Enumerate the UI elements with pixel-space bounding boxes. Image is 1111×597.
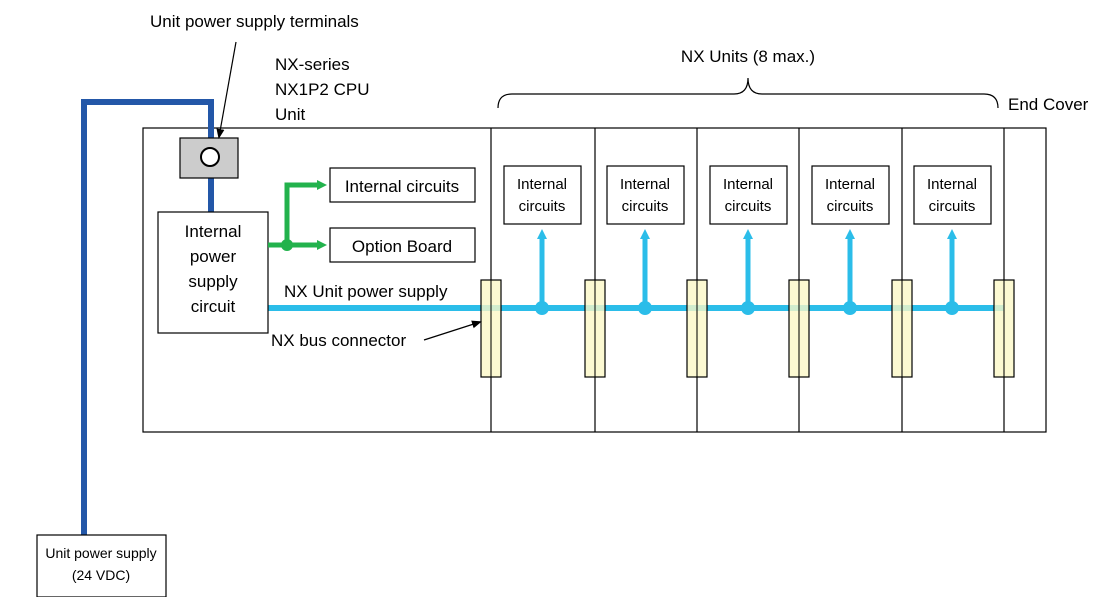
unit4-internal-label-2: circuits [827,198,874,215]
cpu-internal-circuits-label: Internal circuits [345,177,459,196]
nx-bus-connector-label: NX bus connector [271,331,406,350]
terminals-pointer-arrow [216,41,237,139]
internal-power-label-3: supply [188,272,238,291]
unit-power-supply-terminals-label: Unit power supply terminals [150,12,359,31]
unit2-internal-label-1: Internal [620,176,670,193]
nx-unit-internal-circuits: Internal circuits Internal circuits Inte… [503,165,992,225]
bus-connector-pointer-arrow [423,320,482,341]
internal-power-label-2: power [190,247,237,266]
unit1-internal-label-1: Internal [517,176,567,193]
cpu-unit-label-1: NX-series [275,55,350,74]
internal-power-supply-circuit-box [157,211,269,334]
terminal-screw-icon [200,147,220,167]
nx-unit-power-supply-label: NX Unit power supply [284,282,448,301]
cpu-unit-label-3: Unit [275,105,306,124]
option-board-box [329,227,476,263]
nx-unit-power-branches [537,229,957,308]
green-junction-dot [281,239,293,251]
nx-units-label: NX Units (8 max.) [681,47,815,66]
power-supply-label-1: Unit power supply [45,545,156,561]
cpu-internal-circuits-box [329,167,476,203]
unit2-internal-label-2: circuits [622,198,669,215]
power-supply-label-2: (24 VDC) [72,567,130,583]
unit5-internal-label-2: circuits [929,198,976,215]
option-board-label: Option Board [352,237,452,256]
unit3-internal-label-2: circuits [725,198,772,215]
end-cover-label: End Cover [1008,95,1089,114]
internal-power-label-4: circuit [191,297,236,316]
unit-power-supply-box [36,534,167,597]
unit5-internal-label-1: Internal [927,176,977,193]
cpu-unit-label-2: NX1P2 CPU [275,80,369,99]
unit3-internal-label-1: Internal [723,176,773,193]
nx-units-brace [497,77,999,109]
unit4-internal-label-1: Internal [825,176,875,193]
bus-junction-dots [535,301,959,315]
internal-power-label-1: Internal [185,222,242,241]
unit1-internal-label-2: circuits [519,198,566,215]
